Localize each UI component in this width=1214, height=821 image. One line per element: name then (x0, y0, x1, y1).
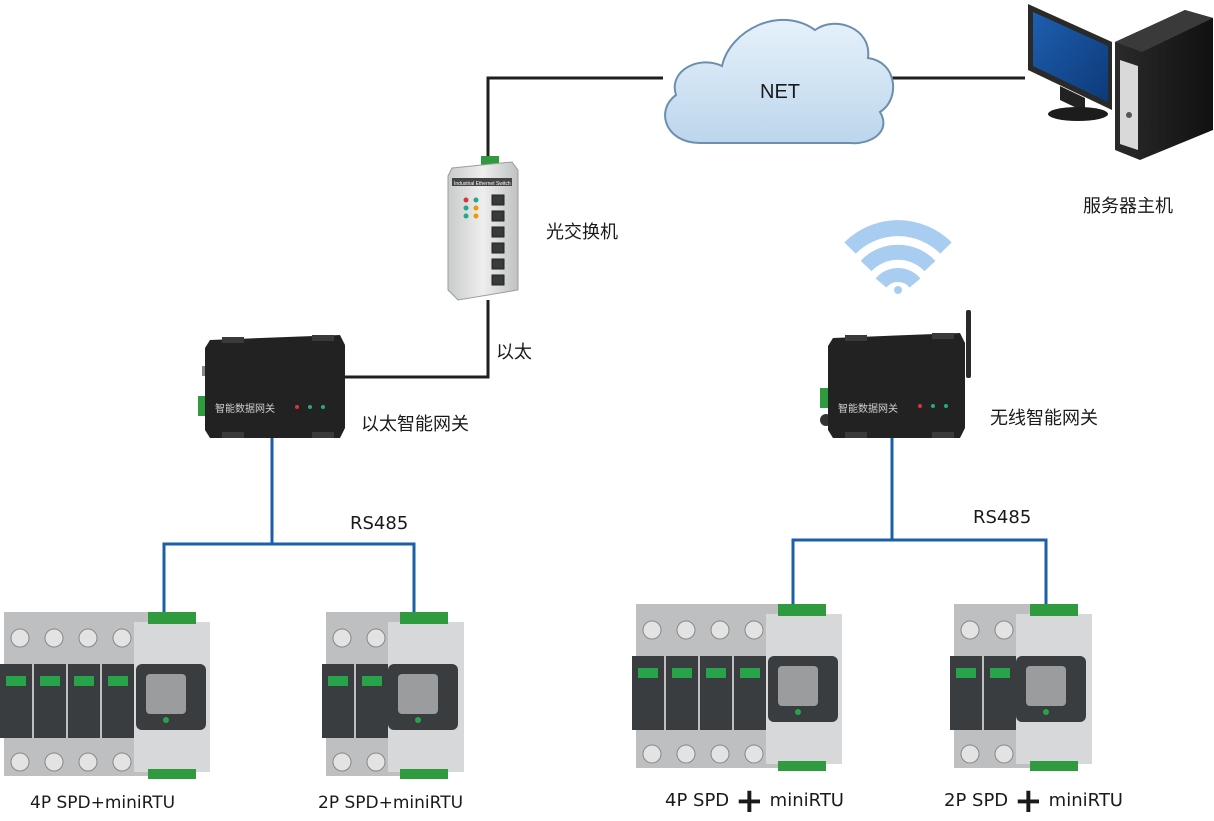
cloud-label: NET (760, 81, 800, 103)
right-4p-device-label: 4P SPD + miniRTU (665, 780, 844, 821)
right-2p-label-spd: 2P SPD (944, 790, 1009, 811)
right-2p-device-label: 2P SPD + miniRTU (944, 780, 1123, 821)
plus-symbol: + (735, 780, 764, 821)
right-2p-spd-device (950, 604, 1092, 771)
right-4p-label-spd: 4P SPD (665, 790, 730, 811)
right-4p-label-rtu: miniRTU (769, 790, 844, 811)
rs485-lines (162, 438, 1048, 615)
wifi-icon (844, 220, 952, 294)
right-4p-spd-device (632, 604, 842, 771)
wireless-gateway-panel-text: 智能数据网关 (838, 402, 898, 415)
wireless-gateway-device (820, 310, 971, 438)
left-2p-spd-device (322, 612, 464, 779)
ethernet-gateway-device (198, 335, 345, 438)
rs485-label-right: RS485 (973, 507, 1032, 528)
left-rs485-bus (162, 542, 416, 615)
switch-label: 光交换机 (546, 222, 618, 243)
ethernet-link-label: 以太 (496, 342, 532, 363)
right-rs485-bus (791, 538, 1048, 607)
rs485-label-left: RS485 (350, 513, 409, 534)
cloud-icon (664, 19, 895, 145)
right-2p-label-rtu: miniRTU (1048, 790, 1123, 811)
wireless-gateway-label: 无线智能网关 (990, 408, 1098, 429)
server-label: 服务器主机 (1083, 196, 1173, 217)
eth-gateway-label: 以太智能网关 (361, 414, 469, 435)
left-2p-device-label: 2P SPD+miniRTU (318, 793, 464, 813)
optical-switch-device (447, 156, 519, 301)
left-4p-device-label: 4P SPD+miniRTU (30, 793, 176, 813)
switch-panel-title: Industrial Ethernet Switch (454, 181, 511, 187)
server-computer-icon (1028, 4, 1213, 160)
plus-symbol: + (1014, 780, 1043, 821)
eth-gateway-panel-text: 智能数据网关 (215, 402, 275, 415)
switch-to-eth-gateway-line (345, 300, 490, 379)
switch-to-cloud-line (486, 76, 663, 160)
ethernet-lines (345, 76, 1025, 379)
left-4p-spd-device (0, 612, 210, 779)
